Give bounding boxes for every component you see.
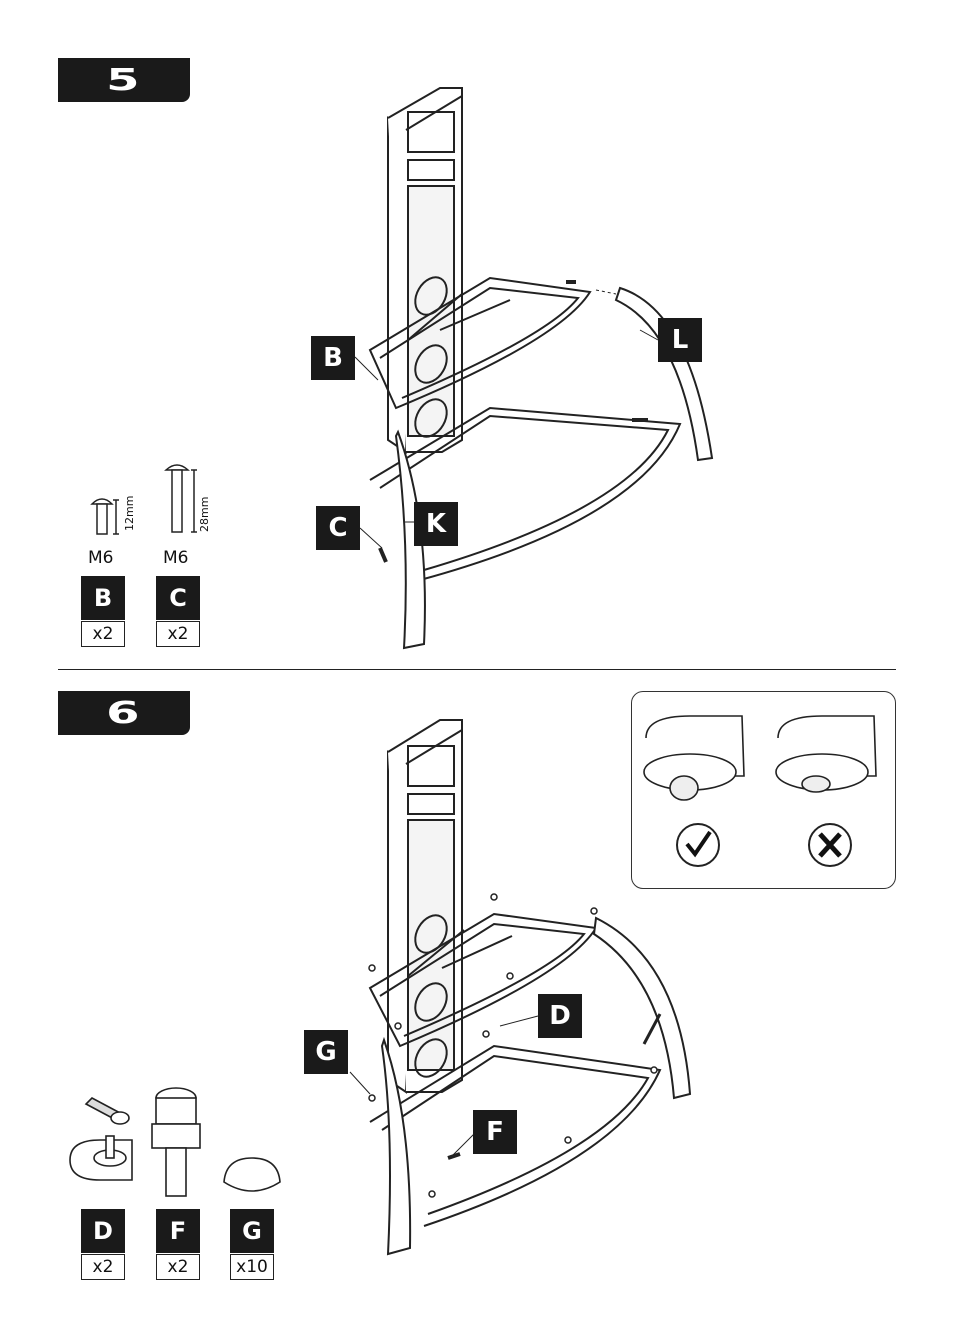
callout-k: K	[414, 502, 458, 546]
cross-icon	[809, 824, 851, 866]
callout-b: B	[311, 336, 355, 380]
dimension-12mm: 12mm	[123, 496, 136, 531]
callout-l: L	[658, 318, 702, 362]
thread-spec-c: M6	[163, 548, 188, 568]
part-qty-d: x2	[81, 1254, 125, 1280]
callout-c: C	[316, 506, 360, 550]
check-icon	[677, 824, 719, 866]
inset-illustrations	[632, 692, 897, 890]
part-label-c: C	[156, 576, 200, 620]
part-qty-f: x2	[156, 1254, 200, 1280]
callout-g: G	[304, 1030, 348, 1074]
thread-spec-b: M6	[88, 548, 113, 568]
part-qty-b: x2	[81, 621, 125, 647]
callout-f: F	[473, 1110, 517, 1154]
dimension-28mm: 28mm	[198, 497, 211, 532]
part-qty-c: x2	[156, 621, 200, 647]
part-label-f: F	[156, 1209, 200, 1253]
part-label-g: G	[230, 1209, 274, 1253]
correct-incorrect-inset	[631, 691, 896, 889]
part-qty-g: x10	[230, 1254, 274, 1280]
part-label-d: D	[81, 1209, 125, 1253]
callout-d: D	[538, 994, 582, 1038]
step-5-assembly-drawing	[0, 0, 954, 670]
part-label-b: B	[81, 576, 125, 620]
